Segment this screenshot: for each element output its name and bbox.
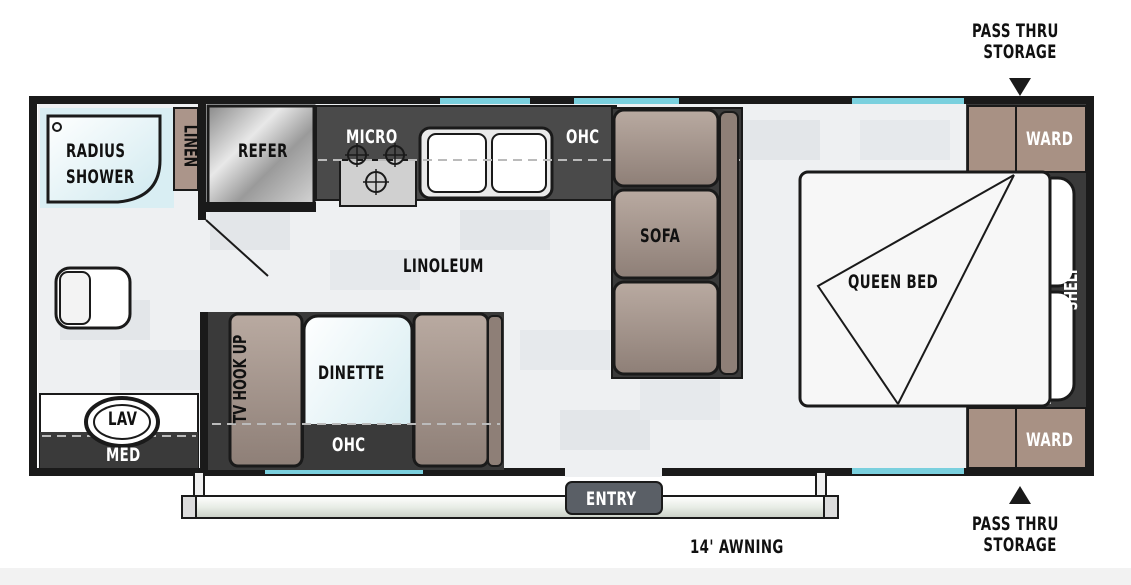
sofa — [611, 107, 743, 379]
dinette — [208, 312, 504, 470]
pass-thru-storage-top-label: PASS THRU STORAGE — [972, 22, 1059, 62]
window — [574, 98, 679, 104]
refrigerator — [206, 104, 316, 212]
pass-thru-top-line2: STORAGE — [983, 41, 1057, 63]
pass-thru-storage-bottom-label: PASS THRU STORAGE — [972, 515, 1059, 555]
dinette-label: DINETTE — [318, 362, 385, 384]
outer-wall — [29, 96, 1094, 476]
arrow-down-icon — [1009, 78, 1031, 96]
toilet — [54, 266, 132, 330]
queen-bed-label: QUEEN BED — [848, 271, 939, 293]
kitchen-counter — [315, 105, 617, 207]
tv-hook-up-label: TV HOOK UP — [229, 334, 251, 424]
linen-label: LINEN — [179, 124, 201, 168]
ohc-kitchen-label: OHC — [566, 126, 600, 148]
radius-shower — [40, 108, 174, 208]
linoleum-label: LINOLEUM — [403, 255, 484, 277]
bath-door — [205, 219, 269, 277]
micro-label: MICRO — [346, 126, 398, 148]
pass-thru-top-line1: PASS THRU — [972, 20, 1059, 42]
arrow-up-icon — [1009, 486, 1031, 504]
window — [440, 98, 530, 104]
stove-burners — [345, 143, 407, 195]
awning — [181, 471, 839, 519]
lav-counter — [39, 393, 199, 469]
awning-label: 14' AWNING — [690, 536, 784, 558]
refer-label: REFER — [238, 140, 288, 162]
window — [265, 468, 423, 474]
radius-shower-label: RADIUS SHOWER — [66, 142, 135, 187]
window — [852, 468, 964, 474]
shelf-label: SHELF — [1060, 265, 1082, 311]
radius-shower-label-line1: RADIUS — [66, 140, 126, 162]
lav-label: LAV — [108, 408, 138, 430]
linen-cabinet — [173, 107, 199, 191]
sofa-label: SOFA — [640, 225, 681, 247]
ohc-dinette-label: OHC — [332, 434, 366, 456]
pass-thru-bottom-line1: PASS THRU — [972, 513, 1059, 535]
pass-thru-bottom-line2: STORAGE — [983, 534, 1057, 556]
window — [852, 98, 964, 104]
bath-wall-lower — [200, 312, 208, 470]
entry-label: ENTRY — [586, 488, 637, 510]
ward-bottom-label: WARD — [1026, 429, 1074, 451]
radius-shower-label-line2: SHOWER — [66, 166, 135, 188]
ward-top-label: WARD — [1026, 128, 1074, 150]
entry-door-opening — [565, 467, 662, 477]
bedroom — [798, 104, 1087, 469]
bath-wall — [198, 104, 206, 220]
entry-step — [565, 481, 663, 515]
med-label: MED — [106, 444, 141, 466]
